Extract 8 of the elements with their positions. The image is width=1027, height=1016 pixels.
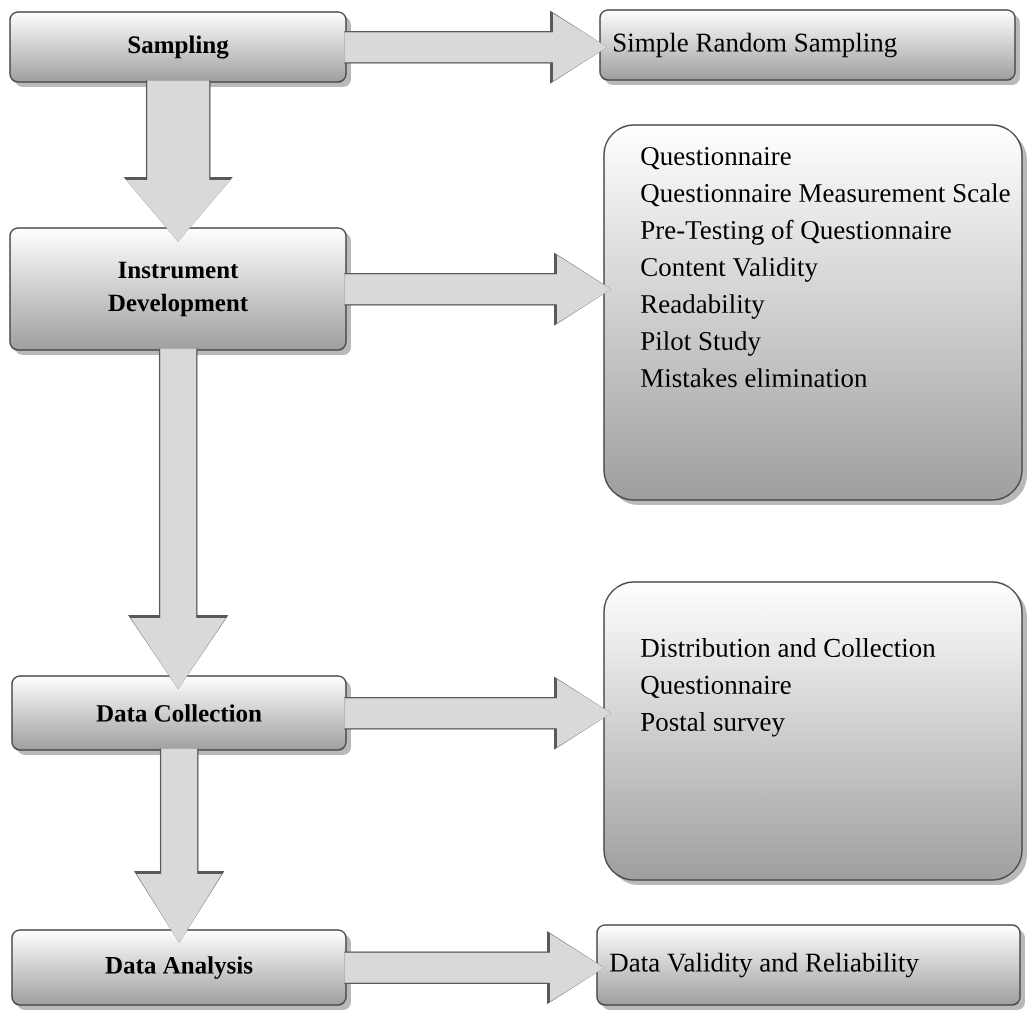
step-box: Data Collection — [11, 675, 351, 755]
step-box: Instrument Development — [9, 227, 351, 355]
step-box: Data Analysis — [11, 929, 351, 1010]
step-box: Sampling — [9, 11, 351, 87]
detail-box: Distribution and Collection Questionnaire Postal survey — [603, 581, 1027, 885]
detail-box: Questionnaire Questionnaire Measurement Scale Pre-Testing of Questionnaire Content Validity Readability Pilot Study Mistakes elimination — [603, 124, 1027, 505]
detail-box: Data Validity and Reliability — [596, 924, 1025, 1010]
detail-box: Simple Random Sampling — [599, 9, 1020, 85]
